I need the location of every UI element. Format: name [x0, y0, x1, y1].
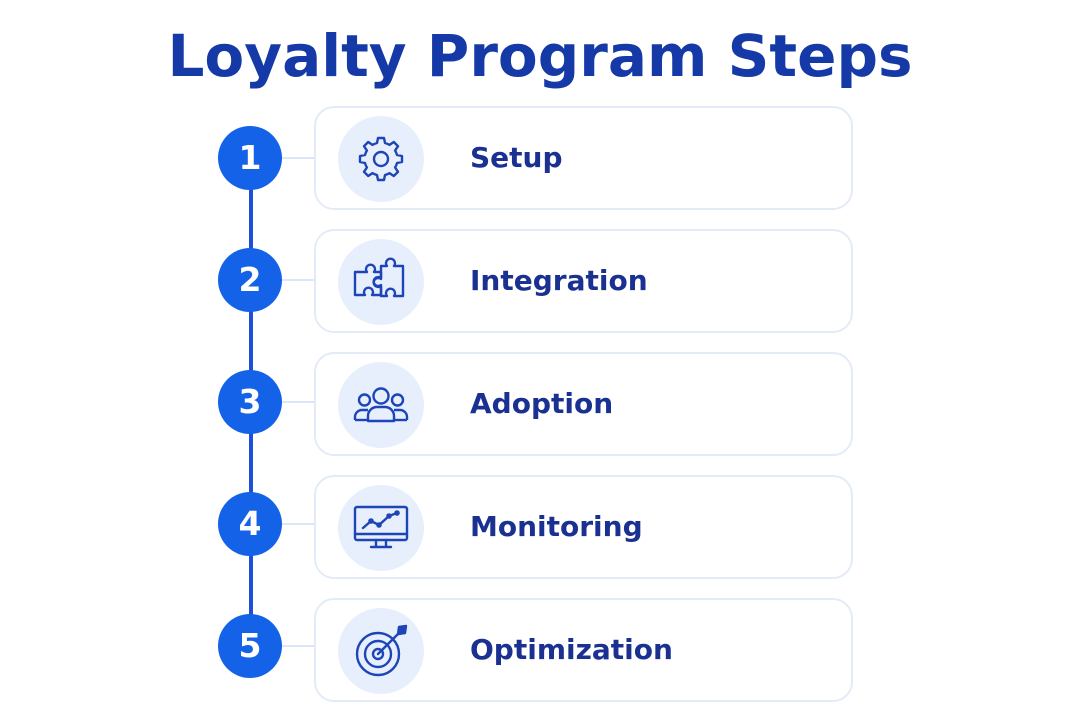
step-card: Setup [314, 106, 853, 210]
step-card: Optimization [314, 598, 853, 702]
icon-circle [338, 239, 424, 325]
step-label: Integration [470, 264, 648, 297]
monitor-chart-icon [353, 505, 409, 549]
target-icon [355, 624, 408, 677]
puzzle-icon [353, 257, 405, 298]
step-adoption: 3 Adoption [0, 352, 1080, 460]
step-monitoring: 4 Monitoring [0, 475, 1080, 583]
step-card: Monitoring [314, 475, 853, 579]
step-label: Adoption [470, 387, 614, 420]
step-connector [282, 401, 315, 403]
icon-circle [338, 485, 424, 571]
step-connector [282, 279, 315, 281]
step-card: Adoption [314, 352, 853, 456]
step-setup: 1 Setup [0, 106, 1080, 214]
people-icon [353, 387, 409, 423]
step-optimization: 5 Optimization [0, 598, 1080, 706]
step-label: Optimization [470, 633, 673, 666]
step-connector [282, 645, 315, 647]
icon-circle [338, 116, 424, 202]
step-number-badge: 1 [218, 126, 282, 190]
step-label: Monitoring [470, 510, 643, 543]
step-number-badge: 5 [218, 614, 282, 678]
gear-icon [358, 136, 404, 182]
step-connector [282, 523, 315, 525]
step-number-badge: 4 [218, 492, 282, 556]
step-label: Setup [470, 141, 563, 174]
page-title: Loyalty Program Steps [167, 22, 913, 90]
step-connector [282, 157, 315, 159]
step-integration: 2 Integration [0, 229, 1080, 337]
step-card: Integration [314, 229, 853, 333]
step-number-badge: 3 [218, 370, 282, 434]
icon-circle [338, 362, 424, 448]
step-number-badge: 2 [218, 248, 282, 312]
icon-circle [338, 608, 424, 694]
